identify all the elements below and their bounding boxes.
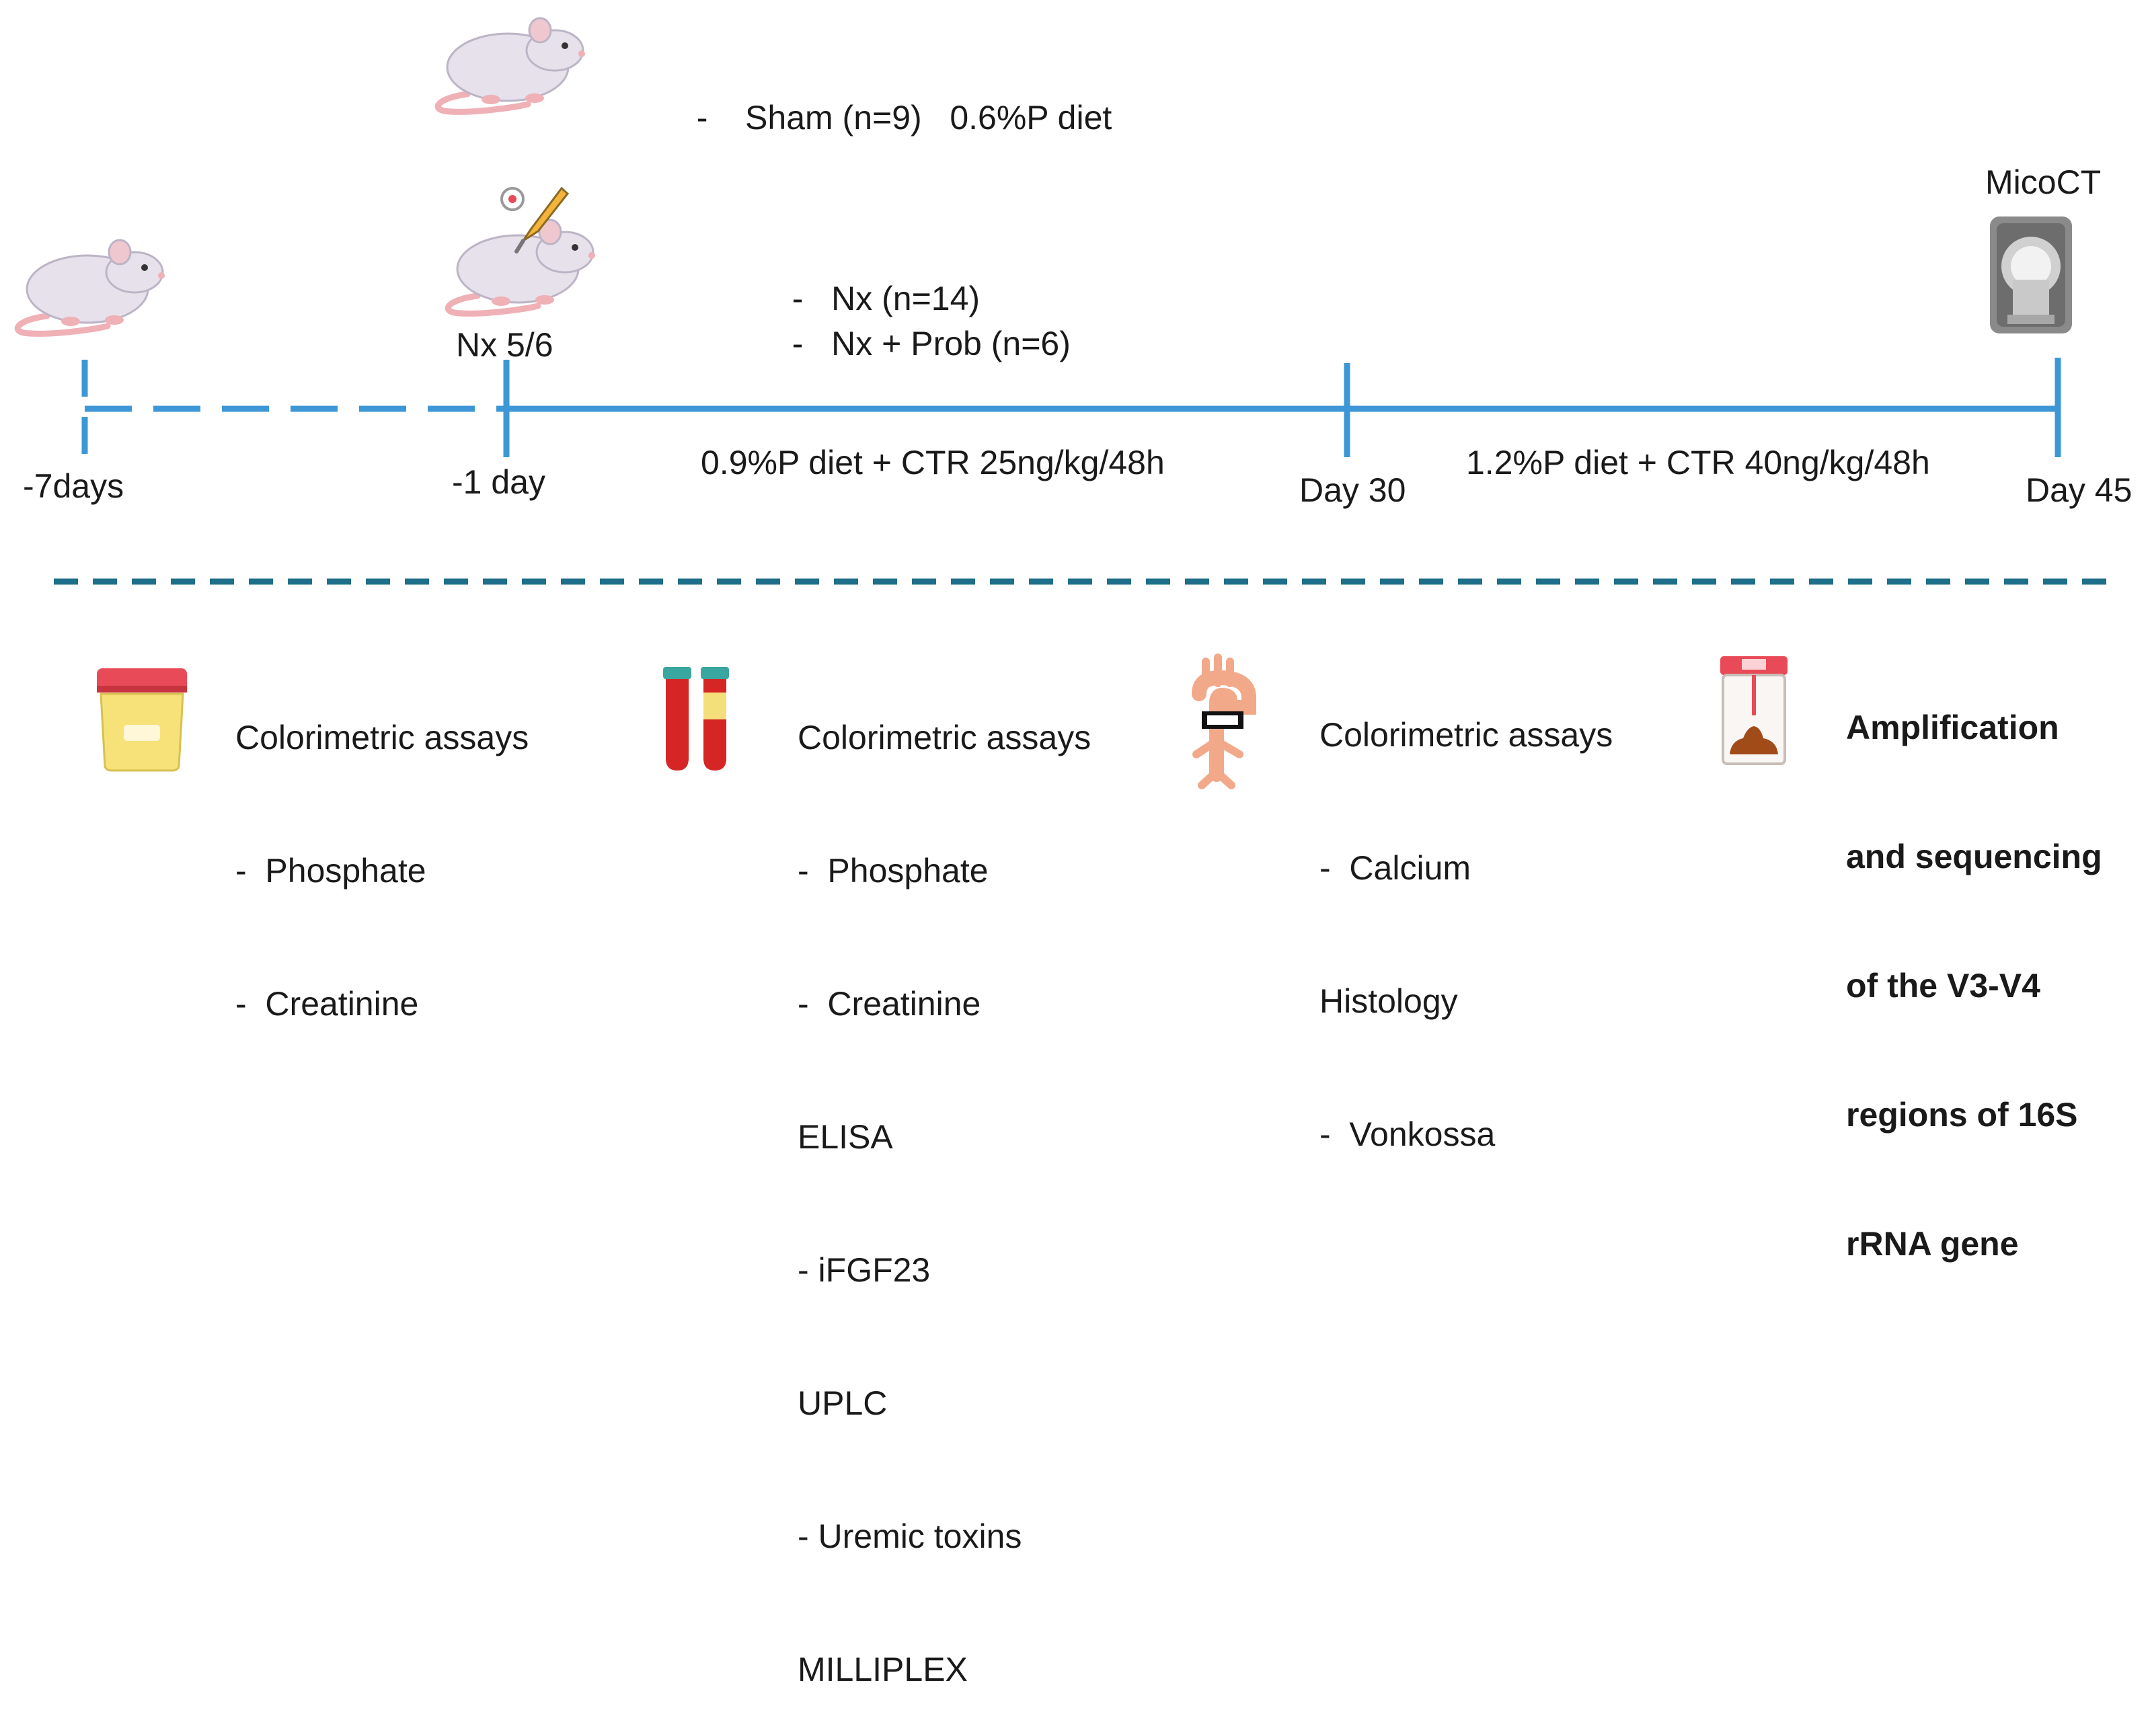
blood-analyses: Colorimetric assays - Phosphate - Creati… <box>798 627 1091 1736</box>
feces-line-5: rRNA gene <box>1846 1225 2019 1263</box>
aorta-icon <box>1192 654 1256 789</box>
urine-item-1: - Phosphate <box>235 852 426 890</box>
feces-line-2: and sequencing <box>1846 838 2102 875</box>
sham-diet: 0.6%P diet <box>950 99 1112 136</box>
blood-line-5: UPLC <box>798 1384 888 1422</box>
nx-prob-label: Nx + Prob (n=6) <box>831 325 1071 362</box>
timeline <box>54 358 2118 585</box>
phase2-label: 1.2%P diet + CTR 40ng/kg/48h <box>1466 444 1930 481</box>
aorta-title: Colorimetric assays <box>1319 716 1613 754</box>
feces-line-4: regions of 16S <box>1846 1096 2078 1134</box>
blood-line-2: - Creatinine <box>798 985 981 1023</box>
blood-line-3: ELISA <box>798 1118 893 1156</box>
tick-label-minus1: -1 day <box>452 463 545 501</box>
sham-label: Sham (n=9) <box>745 99 922 136</box>
feces-container-icon <box>1720 656 1788 765</box>
urine-title: Colorimetric assays <box>235 719 529 756</box>
tick-label-day45: Day 45 <box>2026 471 2133 509</box>
phase1-label: 0.9%P diet + CTR 25ng/kg/48h <box>701 444 1165 481</box>
tick-label-day30: Day 30 <box>1299 471 1406 509</box>
blood-line-1: - Phosphate <box>798 852 989 890</box>
blood-line-6: - Uremic toxins <box>798 1517 1022 1555</box>
feces-line-3: of the V3-V4 <box>1846 967 2040 1004</box>
urine-analyses: Colorimetric assays - Phosphate - Creati… <box>235 627 529 1070</box>
surgery-label: Nx 5/6 <box>456 326 553 364</box>
urine-item-2: - Creatinine <box>235 985 419 1023</box>
feces-analyses: Amplification and sequencing of the V3-V… <box>1846 620 2102 1308</box>
nx-prob-dash: - <box>792 325 804 362</box>
ct-scanner-icon <box>1990 216 2072 333</box>
feces-line-1: Amplification <box>1846 709 2059 746</box>
blood-tubes-icon <box>663 667 729 771</box>
aorta-line-3: - Vonkossa <box>1319 1115 1496 1153</box>
urine-container-icon <box>97 668 187 772</box>
scalpel-icon <box>500 186 570 253</box>
microct-label: MicoCT <box>1985 163 2102 201</box>
blood-line-7: MILLIPLEX <box>798 1651 968 1688</box>
rat-icon <box>434 17 585 115</box>
aorta-line-1: - Calcium <box>1319 849 1471 887</box>
aorta-line-2: Histology <box>1319 982 1458 1020</box>
group-nx: - Nx (n=14) <box>773 232 980 321</box>
rat-icon <box>14 239 165 337</box>
blood-line-4: - iFGF23 <box>798 1251 931 1289</box>
group-sham: - Sham (n=9) 0.6%P diet <box>678 51 1112 140</box>
nx-dash: - <box>792 280 804 317</box>
nx-label: Nx (n=14) <box>831 280 981 317</box>
aorta-analyses: Colorimetric assays - Calcium Histology … <box>1319 624 1613 1201</box>
blood-title: Colorimetric assays <box>798 719 1091 756</box>
sham-dash: - <box>696 99 708 136</box>
rat-icon <box>445 219 595 317</box>
group-nx-prob: - Nx + Prob (n=6) <box>773 277 1071 366</box>
tick-label-minus7: -7days <box>23 467 124 505</box>
